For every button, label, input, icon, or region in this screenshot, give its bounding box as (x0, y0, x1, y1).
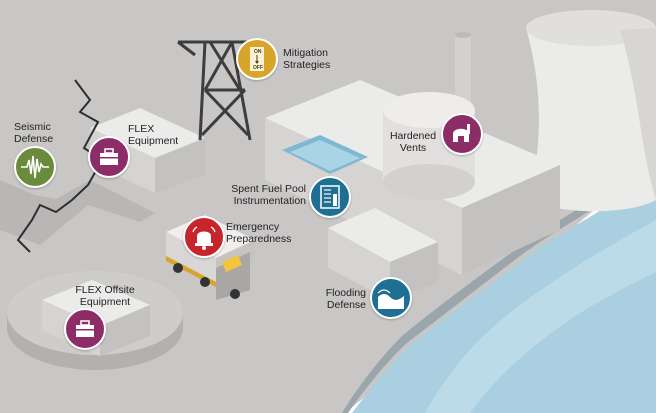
slab-edge (0, 180, 155, 245)
flex-equipment-badge (88, 136, 130, 178)
flex-building-top (90, 108, 205, 158)
toolbox-icon (100, 148, 118, 165)
mitigation-strategies-label: Mitigation Strategies (283, 47, 331, 71)
mitigation-strategies-badge: ON OFF (236, 38, 278, 80)
aux-building-front (328, 228, 390, 300)
offsite-building-side (100, 305, 150, 356)
switch-off-text: OFF (253, 65, 263, 71)
seismic-defense-badge (14, 146, 56, 188)
flooding-defense-badge (370, 277, 412, 319)
wave-icon (377, 289, 404, 309)
flex-offsite-equipment-label: FLEX Offsite Equipment (75, 284, 135, 308)
emergency-preparedness-label: Emergency Preparedness (226, 221, 292, 245)
main-building-side (462, 165, 560, 275)
water (352, 170, 656, 413)
flex-equipment-label: FLEX Equipment (128, 123, 179, 147)
flex-building-side (155, 138, 205, 193)
seismograph-icon (21, 155, 49, 179)
on-off-switch-icon (250, 47, 264, 71)
seismic-crack (16, 79, 104, 253)
alarm-bell-icon (192, 226, 216, 250)
seismic-defense-label: Seismic Defense (14, 121, 54, 145)
flooding-defense-label: Flooding Defense (325, 287, 366, 311)
aux-building-top (328, 208, 438, 262)
cooling-tower-shade (620, 28, 656, 200)
level-gauge-icon (320, 185, 340, 209)
flex-offsite-equipment-badge (64, 308, 106, 350)
water-highlight (425, 220, 656, 413)
toolbox-icon (76, 320, 94, 337)
emergency-preparedness-badge (183, 216, 225, 258)
spent-fuel-pool-instrumentation-badge (309, 176, 351, 218)
hardened-vents-badge (441, 113, 483, 155)
hardened-vents-label: Hardened Vents (389, 130, 437, 154)
vent-dome-icon (453, 124, 470, 142)
cooling-tower (526, 14, 656, 212)
spent-fuel-pool-instrumentation-label: Spent Fuel Pool Instrumentation (231, 183, 306, 207)
offsite-building-top (42, 280, 150, 326)
switch-on-text: ON (254, 49, 262, 55)
